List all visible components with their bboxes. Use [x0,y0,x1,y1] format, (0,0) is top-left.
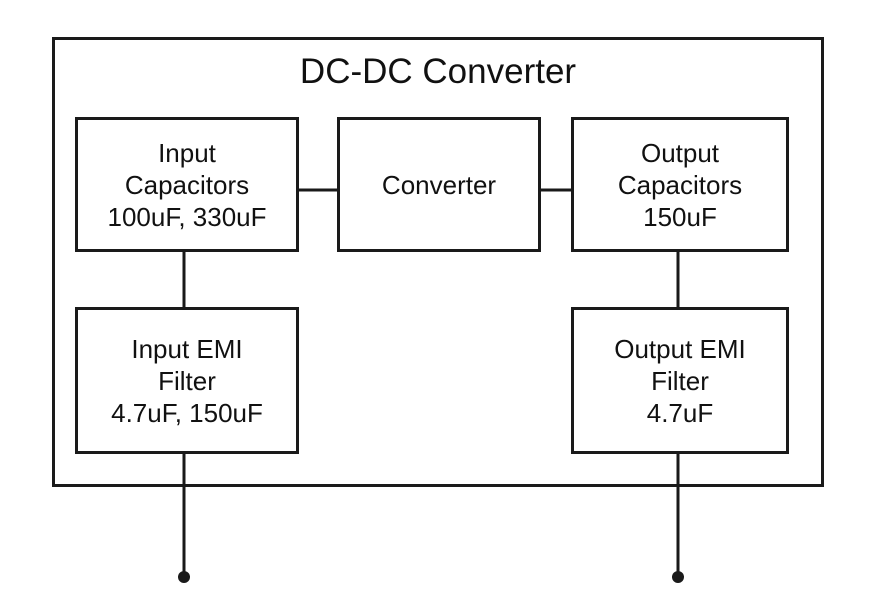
dc-dc-converter-enclosure [52,37,824,487]
output-emi-filter-label-line2: Filter [651,365,709,396]
input-emi-filter-label-line1: Input EMI [131,333,243,364]
input-capacitors-label-line1: Input [158,137,216,168]
input-emi-filter-block: Input EMI Filter 4.7uF, 150uF [75,307,299,454]
input-capacitors-value: 100uF, 330uF [107,201,267,232]
output-emi-filter-label-line1: Output EMI [614,333,746,364]
input-capacitors-block: Input Capacitors 100uF, 330uF [75,117,299,252]
output-capacitors-block: Output Capacitors 150uF [571,117,789,252]
output-capacitors-label-line2: Capacitors [617,169,743,200]
input-terminal-dot [178,571,190,583]
input-capacitors-label-line2: Capacitors [124,169,250,200]
converter-label: Converter [381,169,497,200]
output-emi-filter-value: 4.7uF [646,397,714,428]
diagram-title: DC-DC Converter [299,52,577,91]
output-emi-filter-block: Output EMI Filter 4.7uF [571,307,789,454]
input-emi-filter-label-line2: Filter [158,365,216,396]
output-capacitors-value: 150uF [643,201,717,232]
output-capacitors-label-line1: Output [640,137,720,168]
input-emi-filter-value: 4.7uF, 150uF [111,397,263,428]
converter-block: Converter [337,117,541,252]
output-terminal-dot [672,571,684,583]
